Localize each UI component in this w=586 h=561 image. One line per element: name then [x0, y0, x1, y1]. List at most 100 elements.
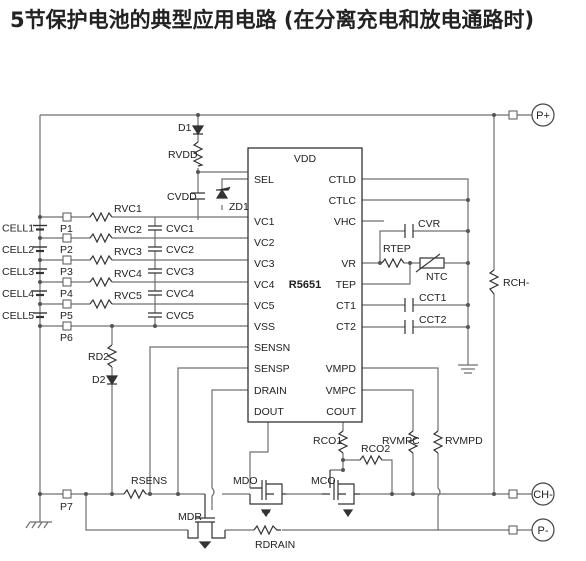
pin-vc2: VC2 — [254, 237, 275, 249]
label-rdrain: RDRAIN — [255, 539, 295, 551]
cct1-capacitor — [404, 298, 414, 312]
pad-p2: P2 — [60, 244, 73, 256]
rvc5-resistor — [89, 298, 113, 310]
label-mdr: MDR — [178, 511, 202, 523]
cell-1: CELL1 — [2, 223, 47, 235]
pin-tep: TEP — [336, 279, 356, 291]
terminal-pplus-label: P+ — [536, 110, 550, 122]
pad-markers — [62, 110, 518, 535]
pin-cout: COUT — [326, 406, 356, 418]
zd1-zener — [215, 186, 231, 199]
cell-label: CELL3 — [2, 266, 34, 278]
pin-sensn: SENSN — [254, 342, 290, 354]
pin-sel: SEL — [254, 174, 274, 186]
pin-ctlc: CTLC — [329, 195, 357, 207]
rvc4-resistor — [89, 276, 113, 288]
terminal-pminus — [531, 518, 555, 542]
pin-sensp: SENSP — [254, 363, 290, 375]
cct2-capacitor — [404, 320, 414, 334]
label-cvc3: CVC3 — [166, 266, 194, 278]
d2-diode — [105, 375, 119, 386]
pin-vhc: VHC — [334, 216, 357, 228]
label-cvc4: CVC4 — [166, 288, 194, 300]
cell-label: CELL2 — [2, 244, 34, 256]
cell-4: CELL4 — [2, 288, 47, 300]
pin-drain: DRAIN — [254, 385, 287, 397]
pin-dout: DOUT — [254, 406, 284, 418]
rch-resistor — [488, 269, 500, 295]
label-rtep: RTEP — [383, 243, 411, 255]
rtep-resistor — [381, 257, 405, 269]
cvr-capacitor — [404, 224, 414, 238]
terminal-pminus-label: P- — [538, 525, 549, 537]
cell-5: CELL5 — [2, 310, 47, 322]
pin-vc4: VC4 — [254, 279, 275, 291]
rvc1-resistor — [89, 211, 113, 223]
label-d1: D1 — [178, 122, 192, 134]
cell-label: CELL5 — [2, 310, 34, 322]
terminal-pplus — [531, 103, 555, 127]
rco2-resistor — [359, 454, 383, 466]
mosfet-mdo — [249, 480, 286, 518]
pad-p1: P1 — [60, 223, 73, 235]
resistors — [89, 141, 500, 536]
rdrain-resistor — [253, 524, 281, 536]
pad-p6: P6 — [60, 332, 73, 344]
pad-p4: P4 — [60, 288, 73, 300]
cell-label: CELL1 — [2, 223, 34, 235]
label-rch: RCH- — [503, 277, 530, 289]
label-mco: MCO — [311, 475, 336, 487]
pin-vc3: VC3 — [254, 258, 275, 270]
label-cvr: CVR — [418, 218, 441, 230]
pin-vc5: VC5 — [254, 300, 275, 312]
rvdd-resistor — [192, 141, 204, 167]
pin-ct2: CT2 — [336, 321, 356, 333]
mosfet-mco — [322, 470, 360, 518]
ntc-thermistor — [415, 253, 445, 273]
label-mdo: MDO — [233, 475, 258, 487]
rvc2-resistor — [89, 232, 113, 244]
rvc3-resistor — [89, 254, 113, 266]
label-rvdd: RVDD — [168, 149, 198, 161]
cell-2: CELL2 — [2, 244, 47, 256]
label-rco2: RCO2 — [361, 443, 390, 455]
cell-3: CELL3 — [2, 266, 47, 278]
label-rd2: RD2 — [88, 351, 109, 363]
label-cvc2: CVC2 — [166, 244, 194, 256]
label-rvc1: RVC1 — [114, 203, 142, 215]
label-rvc4: RVC4 — [114, 268, 142, 280]
label-cvdd: CVDD — [167, 191, 197, 203]
terminals: P+ CH- P- — [531, 103, 555, 542]
component-labels: D1 RVDD CVDD ZD1 RD2 D2 RSENS MDO MCO MD… — [88, 122, 530, 551]
cvdd-capacitor — [191, 192, 205, 200]
cvc1-capacitor — [148, 225, 162, 231]
cvc3-capacitor — [148, 268, 162, 274]
label-zd1: ZD1 — [229, 201, 249, 213]
ic-r5651: R5651 VDD SELVC1VC2VC3VC4VC5VSSSENSNSENS… — [247, 147, 363, 423]
label-rco1: RCO1 — [313, 435, 342, 447]
mosfet-mdr — [187, 494, 226, 549]
terminal-chminus — [531, 482, 555, 506]
pin-vmpd: VMPD — [326, 363, 357, 375]
rvmpd-resistor — [432, 430, 444, 454]
label-rvc2: RVC2 — [114, 224, 142, 236]
pin-vss: VSS — [254, 321, 275, 333]
label-rvmpd: RVMPD — [445, 435, 483, 447]
label-rsens: RSENS — [131, 475, 167, 487]
pin-vc1: VC1 — [254, 216, 275, 228]
capacitors — [148, 192, 414, 334]
label-cvc1: CVC1 — [166, 223, 194, 235]
label-cct2: CCT2 — [419, 314, 447, 326]
pin-ct1: CT1 — [336, 300, 356, 312]
cvc4-capacitor — [148, 290, 162, 296]
pad-p3: P3 — [60, 266, 73, 278]
pad-p5: P5 — [60, 310, 73, 322]
cvc2-capacitor — [148, 246, 162, 252]
rvmpc-resistor — [407, 430, 419, 454]
